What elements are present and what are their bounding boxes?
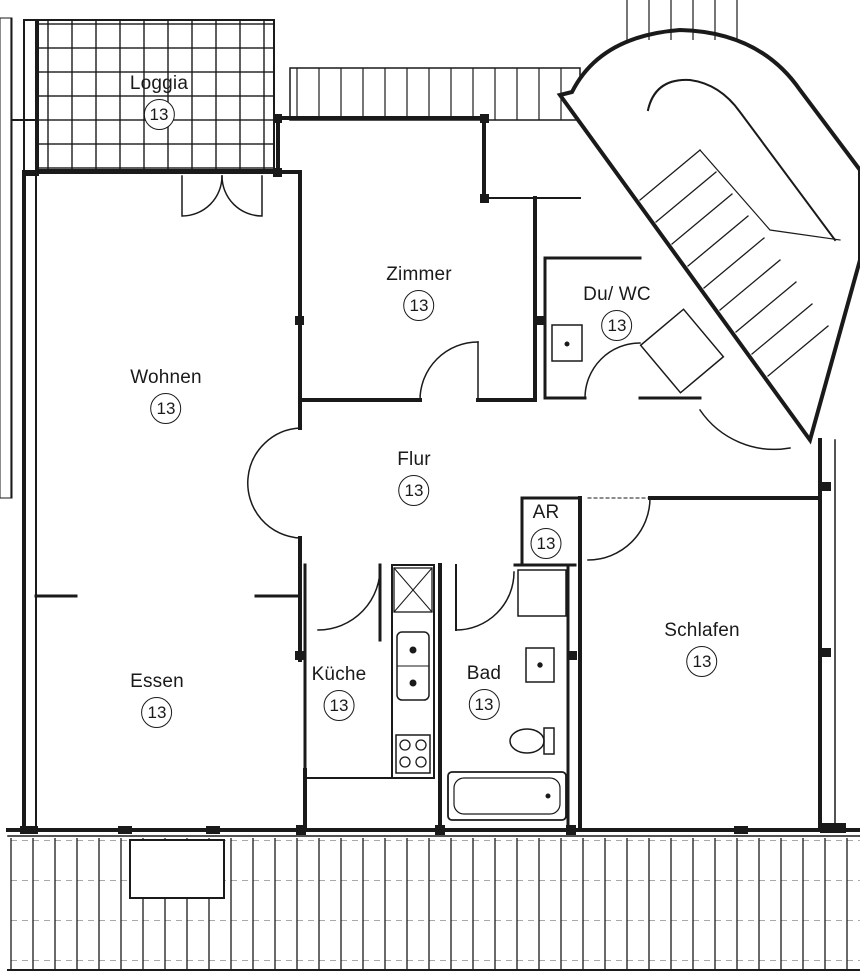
room-label-flur: Flur 13 xyxy=(397,449,431,506)
bad-toilet xyxy=(509,728,545,754)
roof-top xyxy=(289,67,581,121)
room-name: Zimmer xyxy=(386,264,452,285)
room-name: Loggia xyxy=(129,73,189,94)
room-name: Du/ WC xyxy=(583,284,651,305)
room-name: Schlafen xyxy=(664,620,740,641)
room-name: Wohnen xyxy=(130,367,202,388)
wohnen-double-door xyxy=(247,427,301,539)
room-name: Flur xyxy=(397,449,431,470)
ar-door-swing xyxy=(587,497,651,561)
room-number-badge: 13 xyxy=(686,646,718,677)
room-label-schlafen: Schlafen 13 xyxy=(664,620,740,677)
loggia-door-right xyxy=(221,175,263,217)
room-label-wohnen: Wohnen 13 xyxy=(130,367,202,424)
room-name: Bad xyxy=(466,663,502,684)
room-number-badge: 13 xyxy=(143,99,175,130)
room-label-essen: Essen 13 xyxy=(130,671,184,728)
stair-tower xyxy=(556,27,860,445)
kueche-door-swing xyxy=(317,564,381,631)
room-name: Essen xyxy=(130,671,184,692)
wc-sink xyxy=(551,324,583,362)
room-number-badge: 13 xyxy=(403,290,435,321)
kitchen-counter xyxy=(391,564,435,779)
kitchen-stove xyxy=(395,734,431,774)
room-name: AR xyxy=(532,502,560,523)
bad-sink xyxy=(525,647,555,683)
room-label-du-wc: Du/ WC 13 xyxy=(583,284,651,341)
room-label-zimmer: Zimmer 13 xyxy=(386,264,452,321)
roof-window xyxy=(129,839,225,899)
roof-left-strip xyxy=(0,17,13,499)
loggia-door-left xyxy=(181,175,223,217)
kitchen-cabinet xyxy=(393,567,433,613)
bad-washer xyxy=(517,569,567,617)
room-label-kueche: Küche 13 xyxy=(312,664,367,721)
room-number-badge: 13 xyxy=(601,310,633,341)
shower-tray xyxy=(639,308,725,394)
bad-door-swing xyxy=(455,571,515,631)
room-number-badge: 13 xyxy=(323,690,355,721)
room-label-loggia: Loggia 13 xyxy=(130,73,188,130)
room-number-badge: 13 xyxy=(530,528,562,559)
room-label-ar: AR 13 xyxy=(530,502,562,559)
room-label-bad: Bad 13 xyxy=(467,663,501,720)
stair-arrow xyxy=(699,149,841,241)
room-number-badge: 13 xyxy=(150,393,182,424)
zimmer-door-swing xyxy=(419,341,479,401)
bad-bathtub xyxy=(447,771,567,821)
room-number-badge: 13 xyxy=(141,697,173,728)
room-number-badge: 13 xyxy=(468,689,500,720)
room-name: Küche xyxy=(311,664,367,685)
wc-door-swing xyxy=(584,342,641,399)
room-number-badge: 13 xyxy=(398,475,430,506)
